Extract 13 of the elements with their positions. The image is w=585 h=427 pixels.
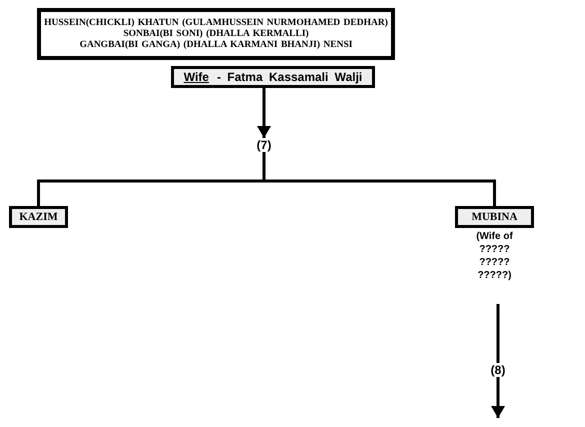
names-line: HUSSEIN(CHICKLI) KHATUN (GULAMHUSSEIN NURMOHAMED DEDHAR) xyxy=(44,18,388,28)
names-line: SONBAI(BI SONI) (DHALLA KERMALLI) xyxy=(123,29,309,39)
generation-number: (8) xyxy=(490,363,506,377)
child-name: MUBINA xyxy=(472,211,518,223)
arrow xyxy=(257,88,271,138)
spouse-note: (Wife of ????? ????? ?????) xyxy=(475,230,514,282)
spouse-label: Wife xyxy=(184,70,209,84)
spouse-name: - Fatma Kassamali Walji xyxy=(216,70,362,84)
child-name: KAZIM xyxy=(19,211,58,223)
names-line: GANGBAI(BI GANGA) (DHALLA KARMANI BHANJI) NENSI xyxy=(80,40,352,50)
generation-number: (7) xyxy=(256,138,272,152)
arrow xyxy=(491,377,505,418)
connector-line xyxy=(496,304,500,363)
